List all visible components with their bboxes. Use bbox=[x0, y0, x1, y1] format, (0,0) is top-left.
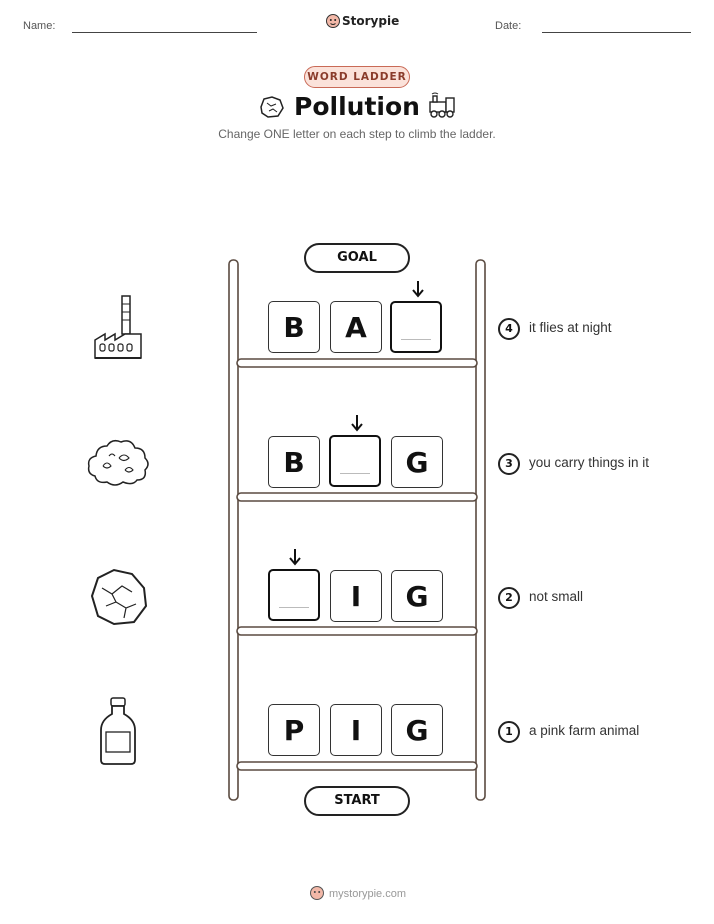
name-field[interactable] bbox=[72, 32, 257, 33]
letter-tile: G bbox=[391, 704, 443, 756]
goal-label: GOAL bbox=[304, 243, 410, 273]
blank-letter-input[interactable] bbox=[268, 569, 320, 621]
letter-tile: G bbox=[391, 436, 443, 488]
arrow-down-icon bbox=[410, 280, 426, 298]
bottle-icon bbox=[99, 696, 137, 766]
rock-icon bbox=[257, 94, 285, 120]
clue-text: you carry things in it bbox=[529, 455, 650, 470]
date-label: Date: bbox=[495, 20, 522, 32]
clue-text: a pink farm animal bbox=[529, 723, 640, 738]
letter-tile: B bbox=[268, 436, 320, 488]
page-title: Pollution bbox=[294, 92, 420, 121]
arrow-down-icon bbox=[287, 548, 303, 566]
letter-tile: I bbox=[330, 704, 382, 756]
blank-letter-input[interactable] bbox=[390, 301, 442, 353]
start-label: START bbox=[304, 786, 410, 816]
name-label: Name: bbox=[23, 20, 56, 32]
clue-number: 1 bbox=[498, 721, 520, 743]
word-ladder-badge: WORD LADDER bbox=[304, 66, 410, 88]
arrow-down-icon bbox=[349, 414, 365, 432]
storypie-logo-icon bbox=[309, 885, 325, 901]
train-icon bbox=[426, 92, 458, 120]
brand-name: Storypie bbox=[342, 14, 400, 28]
factory-icon bbox=[93, 294, 143, 362]
letter-tile: B bbox=[268, 301, 320, 353]
clue-text: it flies at night bbox=[529, 320, 612, 335]
storypie-logo-icon bbox=[325, 13, 341, 29]
clue-number: 4 bbox=[498, 318, 520, 340]
instructions: Change ONE letter on each step to climb … bbox=[218, 127, 496, 141]
footer-url[interactable]: mystorypie.com bbox=[329, 888, 407, 900]
blank-letter-input[interactable] bbox=[329, 435, 381, 487]
clue-number: 3 bbox=[498, 453, 520, 475]
clue-text: not small bbox=[529, 589, 584, 604]
date-field[interactable] bbox=[542, 32, 691, 33]
rock-icon bbox=[86, 566, 150, 628]
letter-tile: P bbox=[268, 704, 320, 756]
clue-number: 2 bbox=[498, 587, 520, 609]
letter-tile: I bbox=[330, 570, 382, 622]
letter-tile: G bbox=[391, 570, 443, 622]
smoke-cloud-icon bbox=[85, 436, 151, 488]
ladder bbox=[228, 259, 486, 801]
letter-tile: A bbox=[330, 301, 382, 353]
